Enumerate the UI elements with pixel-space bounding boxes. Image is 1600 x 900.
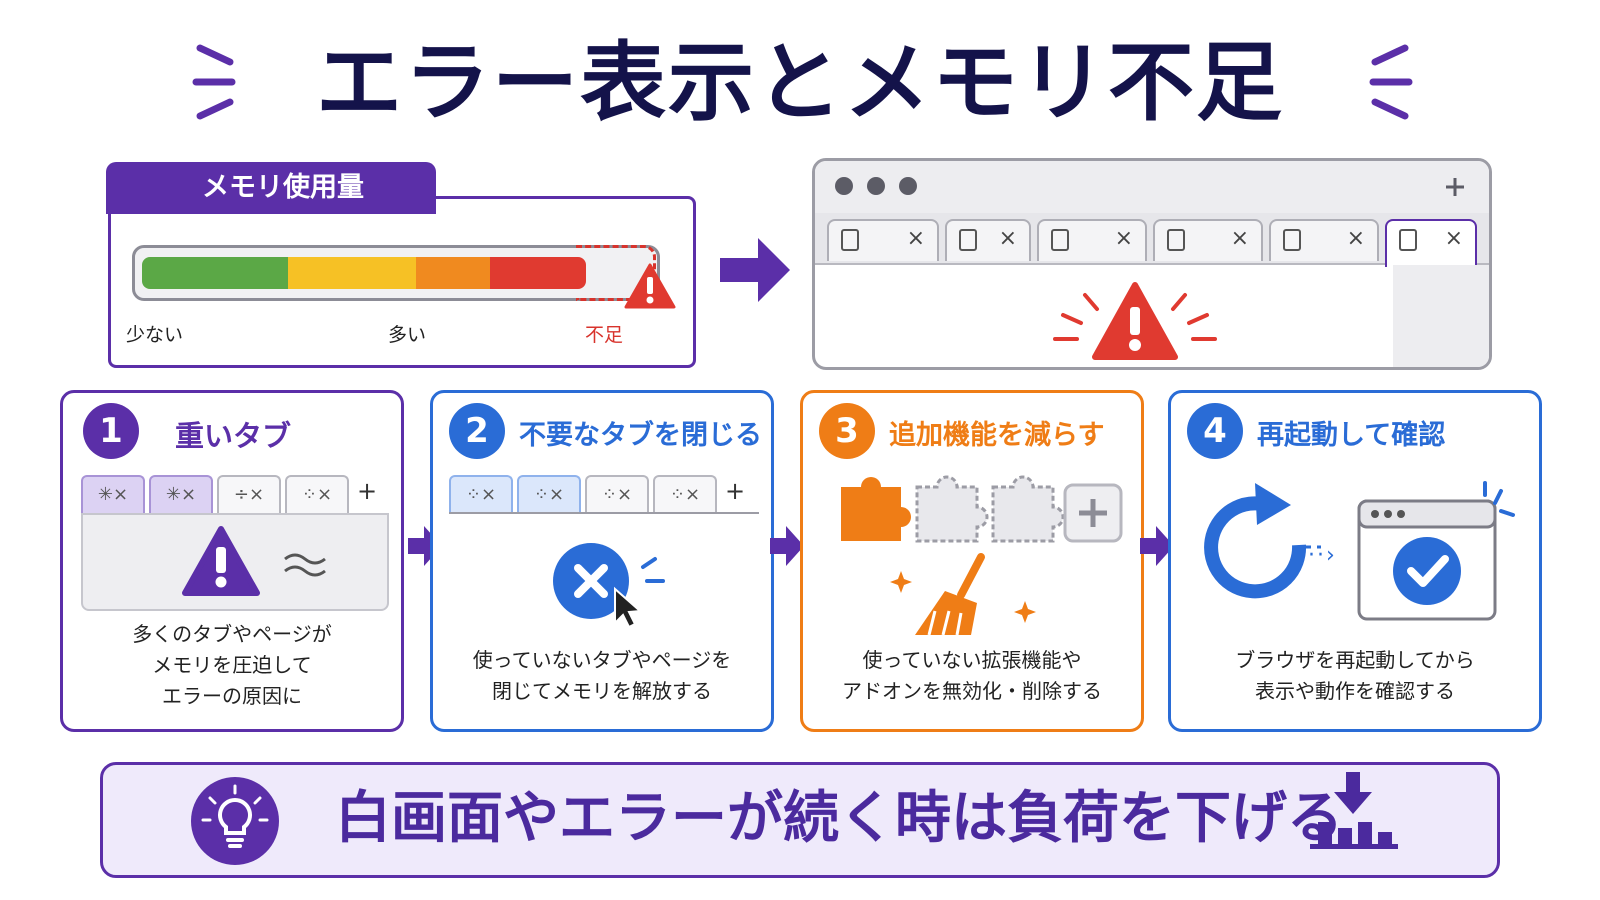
refresh-icon — [1204, 483, 1321, 599]
step-description: 多くのタブやページが メモリを圧迫して エラーの原因に — [132, 622, 332, 708]
step-title: 重いタブ — [175, 419, 292, 453]
step-card-4: 4 再起動して確認 ···› ブラウザを再起動してから 表示や動作を確認する — [1168, 390, 1542, 732]
plus-icon: + — [725, 477, 746, 505]
step-description: ブラウザを再起動してから 表示や動作を確認する — [1235, 648, 1475, 703]
memory-panel-header: メモリ使用量 — [106, 162, 436, 214]
step-description: 使っていないタブやページを 閉じてメモリを解放する — [472, 648, 732, 703]
document-icon — [1399, 229, 1417, 251]
mini-tab: ⁘× — [285, 475, 349, 513]
close-icon[interactable]: × — [1114, 226, 1133, 251]
browser-window: × × × × × × — [812, 158, 1492, 370]
browser-tab-active[interactable]: × — [1385, 219, 1477, 267]
memory-label-short: 不足 — [585, 324, 624, 346]
document-icon — [1167, 229, 1185, 251]
step-number: 1 — [83, 403, 139, 459]
puzzle-icon — [841, 475, 1123, 543]
browser-tab-strip: × × × × × × — [815, 213, 1489, 267]
mini-tab: ⁘× — [653, 475, 717, 513]
close-tab-cursor-icon — [553, 543, 665, 629]
arrow-right-icon — [770, 526, 804, 566]
close-icon[interactable]: × — [998, 226, 1017, 251]
step-title: 追加機能を減らす — [889, 420, 1105, 451]
bottom-banner — [100, 762, 1500, 878]
dotted-arrow-icon: ···› — [1299, 543, 1337, 568]
document-icon — [841, 229, 859, 251]
memory-segment-critical — [490, 257, 586, 289]
browser-tab[interactable]: × — [1269, 219, 1379, 261]
browser-tab[interactable]: × — [1153, 219, 1263, 261]
close-icon[interactable]: × — [1230, 226, 1249, 251]
plus-icon: + — [357, 477, 378, 505]
burst-left-icon — [192, 44, 236, 120]
download-chart-icon — [1310, 772, 1398, 849]
step-title: 再起動して確認 — [1257, 420, 1446, 451]
close-icon[interactable]: × — [1444, 226, 1463, 251]
memory-segment-mid — [288, 257, 416, 289]
mini-tab: ⁘× — [517, 475, 581, 513]
step-number: 4 — [1187, 403, 1243, 459]
wave-icon — [284, 553, 326, 577]
arrow-right-icon — [408, 526, 442, 566]
document-icon — [1283, 229, 1301, 251]
memory-label-low: 少ない — [126, 324, 184, 346]
step-title: 不要なタブを閉じる — [519, 420, 762, 451]
bottom-message: 白画面やエラーが続く時は負荷を下げる — [335, 786, 1343, 851]
arrow-right-icon — [1140, 526, 1174, 566]
browser-side-area — [1393, 265, 1489, 367]
document-icon — [1051, 229, 1069, 251]
mini-tab: ⁘× — [449, 475, 513, 513]
browser-titlebar — [815, 161, 1489, 213]
warning-icon — [182, 526, 260, 596]
warning-icon — [624, 263, 676, 309]
broom-icon — [890, 553, 1036, 636]
browser-check-icon — [1357, 481, 1515, 621]
close-icon[interactable]: × — [906, 226, 925, 251]
memory-segment-low — [142, 257, 288, 289]
burst-right-icon — [1369, 44, 1413, 120]
tabs-illustration: ⁘× ⁘× ⁘× ⁘× + — [449, 475, 759, 515]
step-card-2: 2 不要なタブを閉じる ⁘× ⁘× ⁘× ⁘× + 使っていないタブやページを … — [430, 390, 774, 732]
browser-tab[interactable]: × — [945, 219, 1031, 261]
browser-tab[interactable]: × — [1037, 219, 1147, 261]
mini-tab-loading: ✳× — [81, 475, 145, 513]
heavy-tabs-illustration: ✳× ✳× ÷× ⁘× + — [81, 475, 391, 611]
arrow-right-icon — [720, 238, 790, 302]
step-description: 使っていない拡張機能や アドオンを無効化・削除する — [842, 648, 1102, 703]
window-dots-icon — [835, 177, 917, 195]
step-card-3: 3 追加機能を減らす 使っていない拡張機能や アドオンを無効化・削除する — [800, 390, 1144, 732]
warning-icon — [1053, 282, 1217, 360]
mini-tab-loading: ✳× — [149, 475, 213, 513]
lightbulb-icon — [191, 777, 279, 865]
step-number: 2 — [449, 403, 505, 459]
step-card-1: 1 重いタブ ✳× ✳× ÷× ⁘× + 多くのタブやページが メモリを圧迫して… — [60, 390, 404, 732]
memory-label-mid: 多い — [388, 324, 427, 346]
close-icon[interactable]: × — [1346, 226, 1365, 251]
browser-tab[interactable]: × — [827, 219, 939, 261]
new-tab-plus-icon[interactable] — [1443, 175, 1467, 199]
page-title: エラー表示とメモリ不足 — [316, 33, 1284, 133]
step-number: 3 — [819, 403, 875, 459]
memory-segment-high — [416, 257, 490, 289]
document-icon — [959, 229, 977, 251]
mini-tab: ⁘× — [585, 475, 649, 513]
mini-tab: ÷× — [217, 475, 281, 513]
